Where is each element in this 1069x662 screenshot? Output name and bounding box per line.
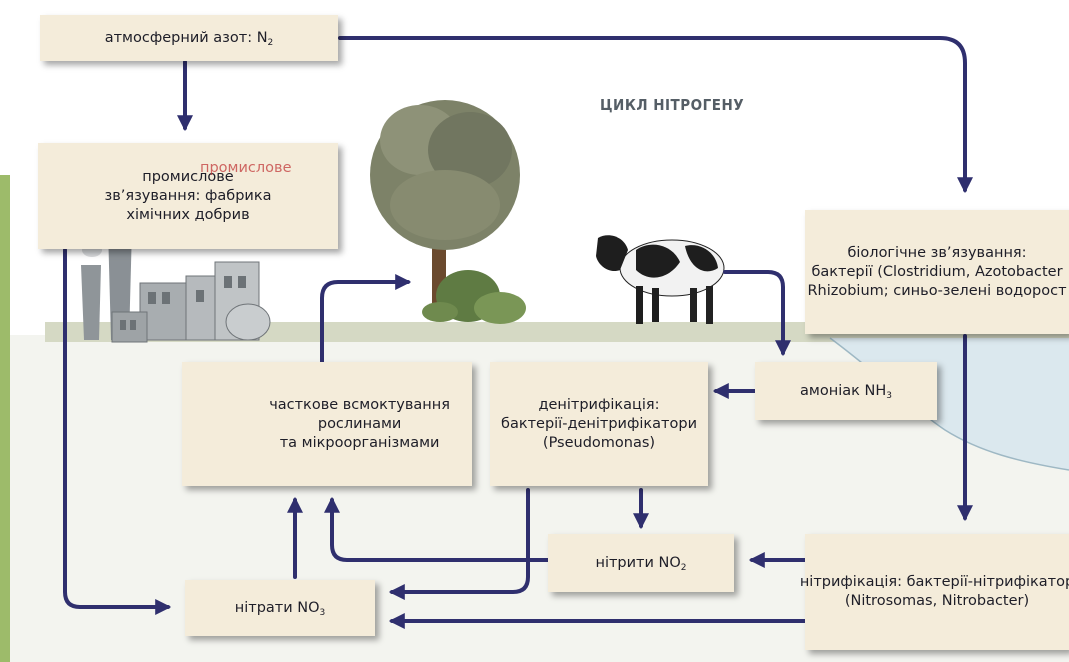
arrow-atmosphere-to-biological xyxy=(338,36,973,194)
ammonia-subscript: 3 xyxy=(886,390,892,401)
denitrification-line-3: (Pseudomonas) xyxy=(542,434,656,451)
box-industrial-fixation: промислове зв’язування: фабрика хімічних… xyxy=(38,143,338,249)
industrial-ghost-text: промислове xyxy=(200,160,292,176)
atmosphere-subscript: 2 xyxy=(267,37,274,48)
industrial-line-2: зв’язування: фабрика xyxy=(104,187,272,204)
factory-tank xyxy=(225,303,271,341)
nitrification-line-2: (Nitrosomas, Nitrobacter) xyxy=(844,593,1030,609)
nitrites-subscript: 2 xyxy=(680,562,687,573)
arrow-absorption-to-plants xyxy=(320,274,412,364)
box-partial-absorption: часткове всмоктування рослинами та мікро… xyxy=(182,362,472,486)
arrow-cow-to-ammonia xyxy=(723,270,791,357)
box-nitrates: нітрати NO3 xyxy=(185,580,375,636)
biological-line-3: Rhizobium; синьо-зелені водорост xyxy=(807,282,1067,299)
industrial-line-1: промислове xyxy=(142,168,234,185)
ammonia-label: амоніак NH xyxy=(800,382,887,399)
box-ammonia: амоніак NH3 xyxy=(755,362,937,420)
box-nitrification: нітрифікація: бактерії-нітрифікатор (Nit… xyxy=(800,534,1069,650)
biological-line-1: біологічне зв’язування: xyxy=(847,244,1027,261)
cow-head xyxy=(596,235,628,272)
side-bar xyxy=(0,175,10,662)
box-biological-fixation: біологічне зв’язування: бактерії (Clostr… xyxy=(805,210,1069,334)
arrow-nitrites-to-absorption xyxy=(324,496,550,562)
denitrification-line-2: бактерії-денітрифікатори xyxy=(501,415,697,432)
cow-illustration xyxy=(596,235,725,324)
bush xyxy=(422,302,458,322)
nitrates-subscript: 3 xyxy=(319,607,326,618)
tree-illustration xyxy=(370,100,526,324)
biological-line-2: бактерії (Clostridium, Azotobacter xyxy=(811,263,1063,280)
absorption-line-1: часткове всмоктування xyxy=(269,396,450,413)
absorption-line-3: та мікроорганізмами xyxy=(279,434,440,451)
nitrites-label: нітрити NO xyxy=(595,554,681,571)
bush xyxy=(474,292,526,324)
denitrification-line-1: денітрифікація: xyxy=(538,396,660,413)
diagram-title: ЦИКЛ НІТРОГЕНУ xyxy=(600,96,745,114)
box-nitrites: нітрити NO2 xyxy=(548,534,734,592)
absorption-line-2: рослинами xyxy=(317,415,402,432)
chimney xyxy=(81,265,101,340)
factory-building xyxy=(111,311,148,343)
box-denitrification: денітрифікація: бактерії-денітрифікатори… xyxy=(490,362,708,486)
atmosphere-label: атмосферний азот: N xyxy=(104,29,268,46)
nitrates-label: нітрати NO xyxy=(234,599,320,616)
industrial-line-3: хімічних добрив xyxy=(126,206,250,223)
arrow-denitrification-to-nitrates xyxy=(388,488,530,600)
arrow-industrial-to-nitrates xyxy=(63,248,172,615)
nitrification-line-1: нітрифікація: бактерії-нітрифікатор xyxy=(799,574,1069,590)
box-atmospheric-nitrogen: атмосферний азот: N2 xyxy=(40,15,338,61)
